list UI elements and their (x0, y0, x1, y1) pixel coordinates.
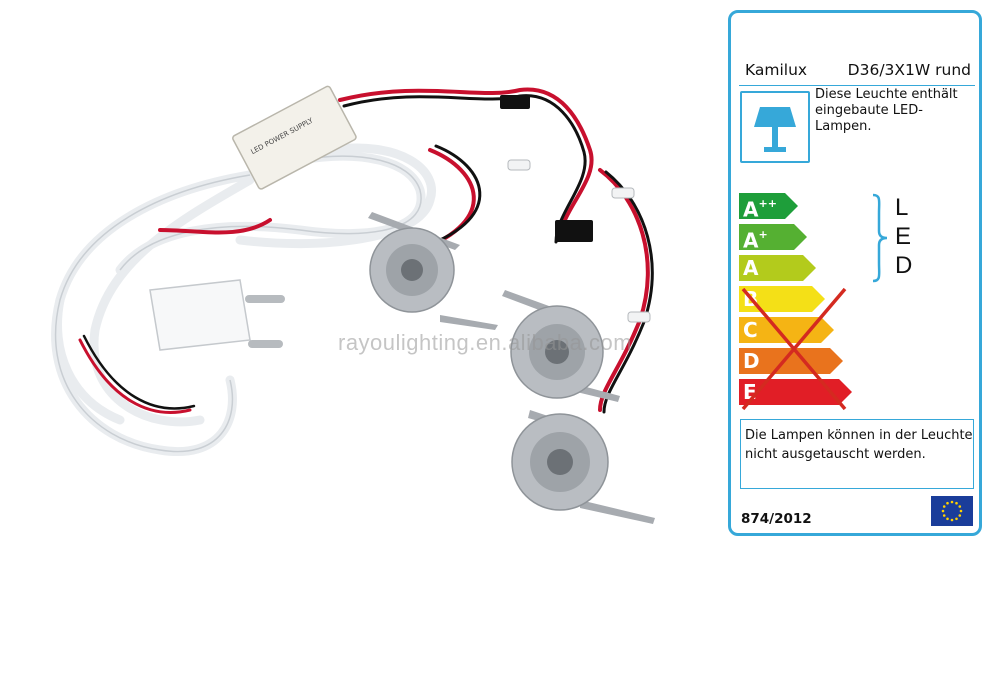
energy-class-label: E (743, 380, 757, 404)
product-photo: LED POWER SUPPLY (51, 85, 655, 524)
led-letter-e: E (895, 223, 912, 250)
led-kit-illustration: LED POWER SUPPLY (51, 85, 655, 524)
led-letters: L E D (895, 193, 915, 280)
contains-led-text: Diese Leuchte enthält eingebaute LED-Lam… (815, 87, 958, 134)
energy-class-label: D (743, 349, 760, 373)
header-divider (739, 85, 975, 86)
energy-class-label: A (743, 256, 759, 280)
energy-class-b: B (739, 286, 826, 312)
downlight-1 (368, 212, 498, 330)
downlight-2 (502, 290, 620, 402)
led-letter-d: D (895, 252, 913, 279)
energy-class-ap: A+ (739, 224, 808, 253)
regulation-number: 874/2012 (741, 511, 812, 527)
energy-class-label: C (743, 318, 758, 342)
brand-name: Kamilux (745, 61, 808, 79)
eu-flag-icon (931, 496, 973, 526)
energy-class-app: A++ (739, 193, 799, 222)
brace-icon (872, 193, 888, 283)
energy-class-e: E (739, 379, 853, 405)
model-name: D36/3X1W rund (847, 61, 971, 79)
energy-class-label: B (743, 287, 759, 311)
energy-class-label: A++ (743, 197, 777, 222)
not-replaceable-text: Die Lampen können in der Leuchte nicht a… (745, 428, 973, 462)
energy-label: Kamilux D36/3X1W rund Diese Leuchte enth… (728, 10, 982, 536)
watermark: rayoulighting.en.alibaba.com (338, 330, 633, 355)
note-box: Die Lampen können in der Leuchte nicht a… (740, 419, 974, 489)
energy-class-a: A (739, 255, 817, 281)
energy-class-c: C (739, 317, 835, 343)
energy-class-d: D (739, 348, 844, 374)
energy-class-label: A+ (743, 228, 768, 253)
led-letter-l: L (895, 194, 909, 221)
energy-class-sup: ++ (758, 197, 777, 210)
label-header: Kamilux D36/3X1W rund (745, 61, 971, 83)
lamp-icon (740, 91, 810, 163)
downlight-3 (511, 410, 655, 524)
energy-class-sup: + (758, 228, 768, 241)
